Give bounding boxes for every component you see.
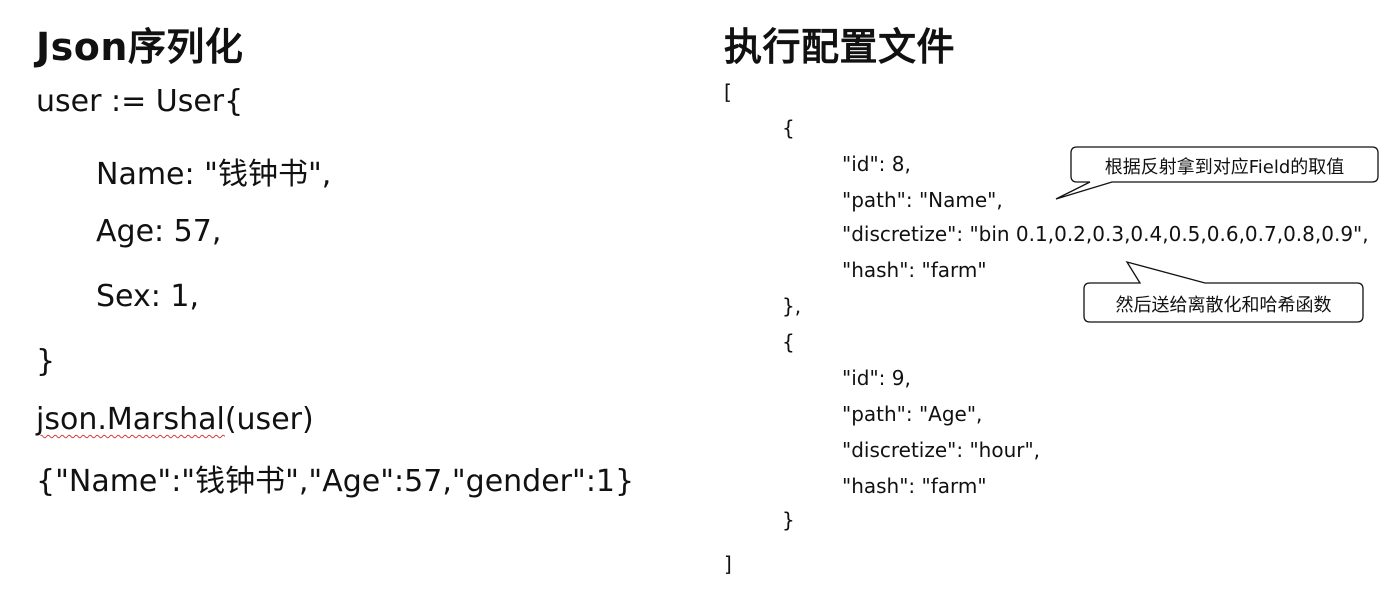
config-line-obj1-close: }, [782, 294, 802, 318]
config-line-obj2-open: { [782, 330, 795, 354]
right-title: 执行配置文件 [724, 25, 956, 69]
left-title: Json序列化 [36, 25, 244, 69]
config-line-obj1-open: { [782, 116, 795, 140]
marshal-call: json.Marshal(user) [36, 402, 314, 437]
code-line-name: Name: "钱钟书", [96, 157, 332, 192]
config-line-hash-farm-1: "hash": "farm" [842, 258, 987, 282]
config-line-obj2-close: } [782, 508, 795, 532]
marshal-output: {"Name":"钱钟书","Age":57,"gender":1} [36, 464, 635, 499]
config-line-id-9: "id": 9, [842, 366, 911, 390]
marshal-call-underlined: json.Marshal [36, 402, 225, 437]
callout-reflect-text: 根据反射拿到对应Field的取值 [1104, 157, 1345, 178]
callout-discretize-bubble [1083, 260, 1364, 323]
config-line-array-close: ] [724, 552, 732, 576]
code-line-struct-open: user := User{ [36, 84, 244, 119]
callout-discretize-text: 然后送给离散化和哈希函数 [1115, 295, 1332, 316]
config-line-id-8: "id": 8, [842, 152, 911, 176]
callout-reflect-bubble [1055, 146, 1379, 200]
config-line-hash-farm-2: "hash": "farm" [842, 474, 987, 498]
code-line-age: Age: 57, [96, 214, 222, 249]
marshal-call-rest: (user) [224, 402, 314, 437]
config-line-discretize-bin: "discretize": "bin 0.1,0.2,0.3,0.4,0.5,0… [842, 222, 1369, 246]
config-line-array-open: [ [724, 80, 732, 104]
config-line-path-age: "path": "Age", [842, 402, 983, 426]
code-line-sex: Sex: 1, [96, 279, 199, 314]
code-line-struct-close: } [36, 344, 56, 379]
config-line-discretize-hour: "discretize": "hour", [842, 438, 1041, 462]
config-line-path-name: "path": "Name", [842, 188, 1003, 212]
